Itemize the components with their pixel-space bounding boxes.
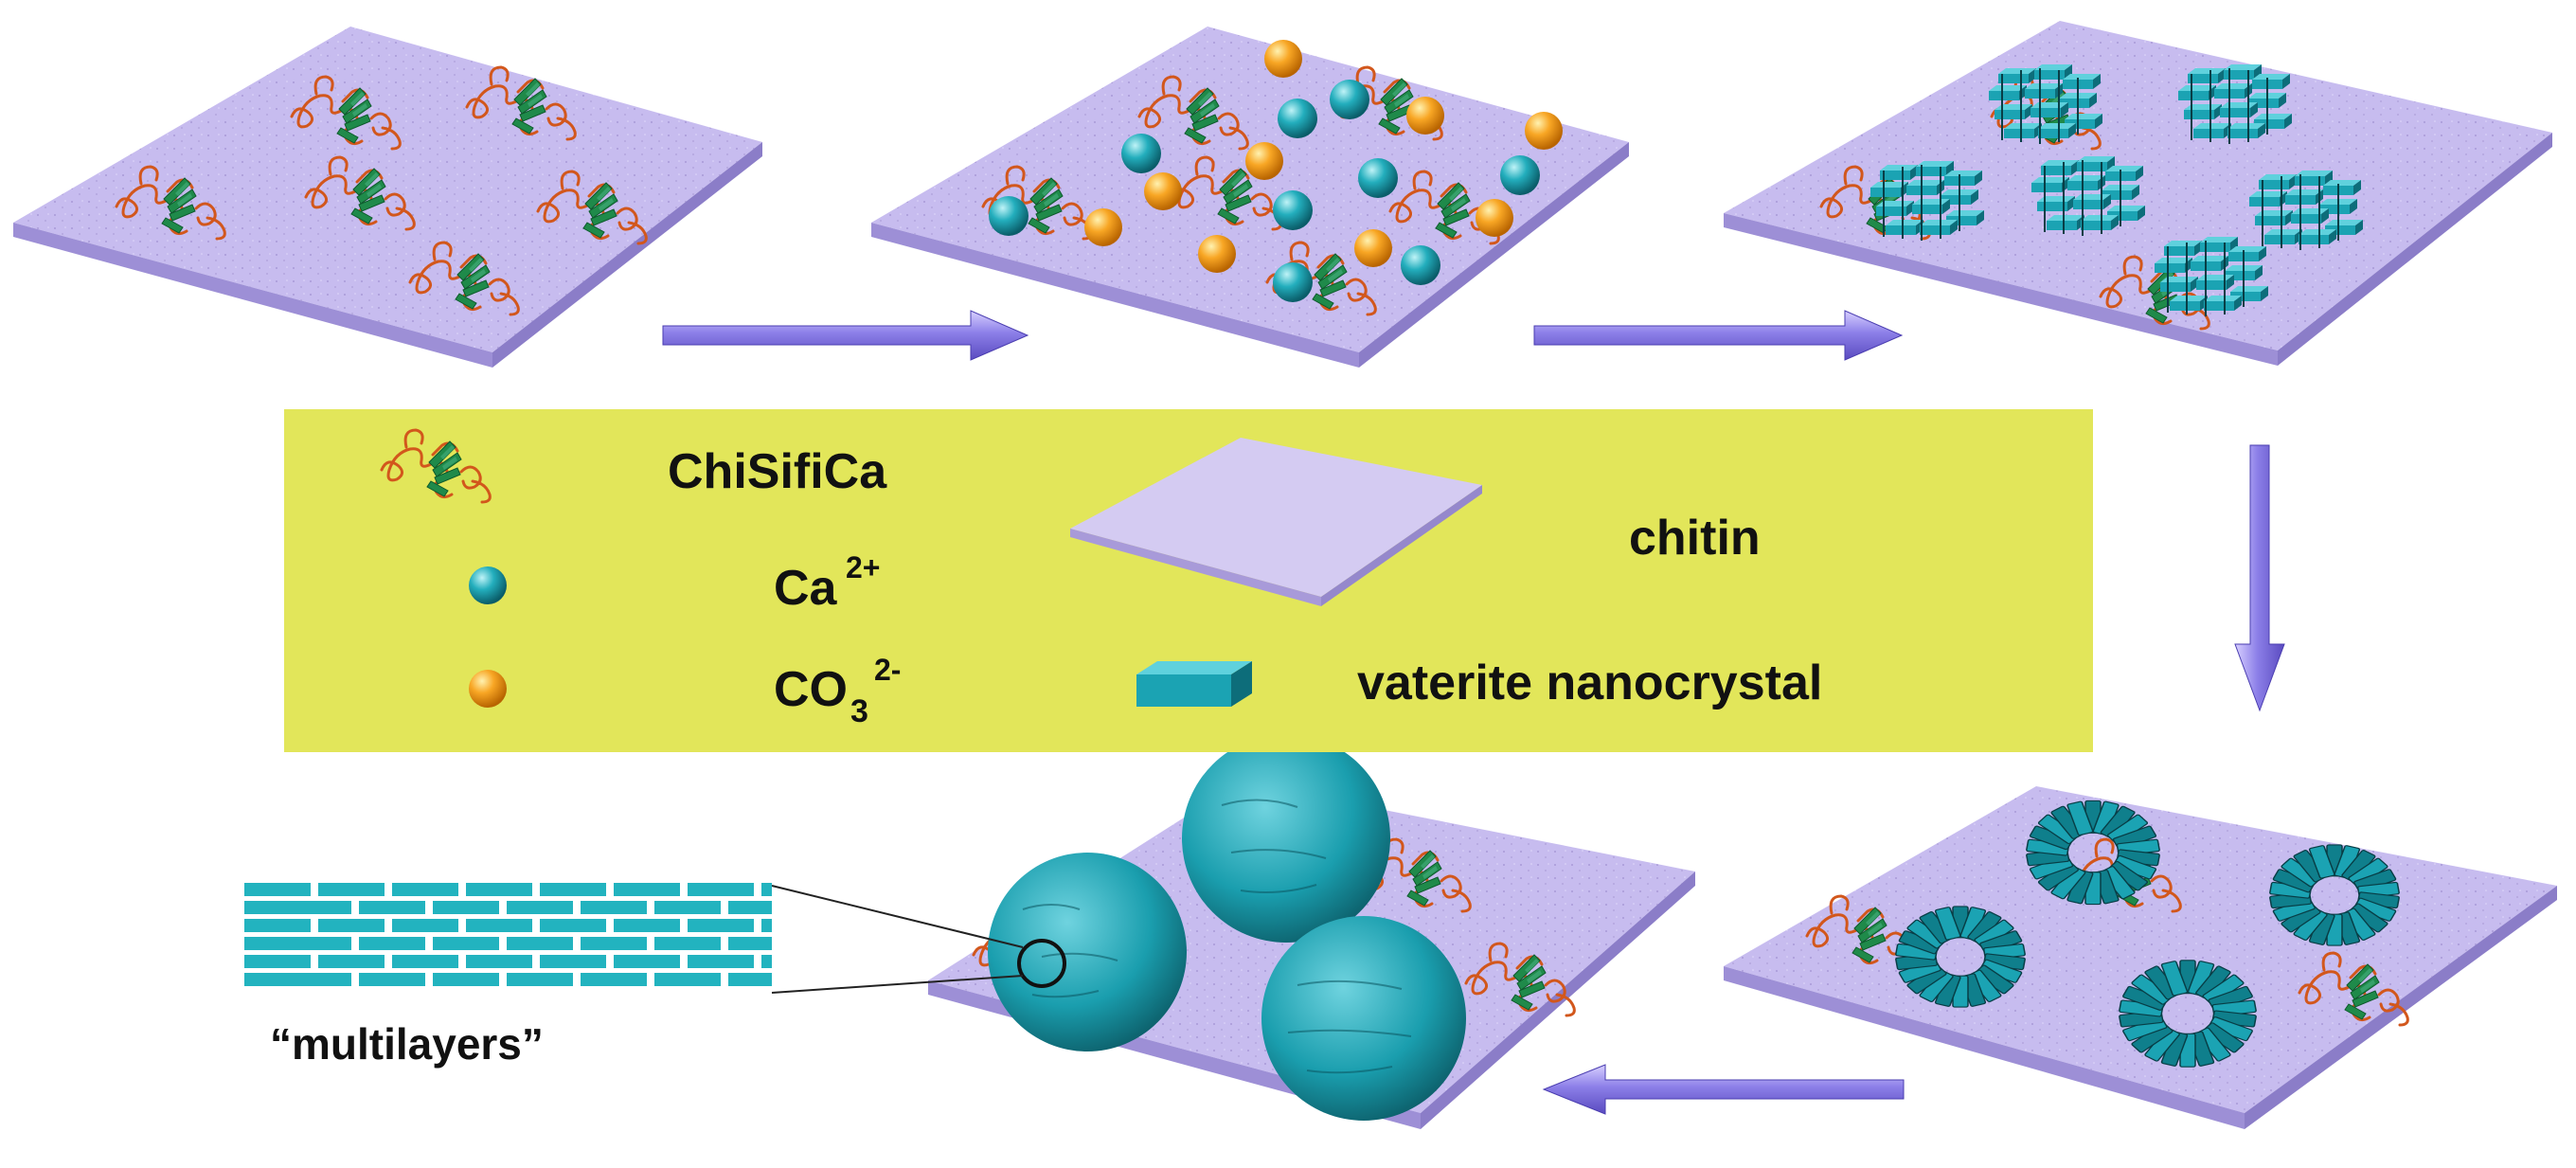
multilayers-inset	[244, 883, 1024, 994]
arrow-stage-2-to-3	[1533, 310, 1904, 361]
carbonate-ions	[1084, 40, 1563, 273]
multilayer-brick	[688, 919, 754, 932]
multilayer-brick	[761, 955, 772, 968]
multilayers-label: “multilayers”	[270, 1019, 544, 1069]
legend-chisifica-label: ChiSifiCa	[668, 444, 887, 499]
multilayer-brick	[285, 937, 351, 950]
legend-carbonate-subscript: 3	[850, 693, 868, 729]
radial-aggregate	[2269, 844, 2400, 946]
multilayer-brick	[433, 973, 499, 986]
multilayer-brick	[318, 955, 385, 968]
multilayer-brick	[507, 973, 573, 986]
arrow-stage-4-to-5	[1542, 1064, 1905, 1115]
multilayer-brick	[507, 901, 573, 914]
multilayer-brick	[581, 973, 647, 986]
calcium-ions	[989, 80, 1540, 302]
multilayer-brick	[359, 937, 425, 950]
multilayer-brick	[688, 883, 754, 896]
cyan-sphere-icon	[469, 566, 507, 604]
multilayer-brick	[614, 919, 680, 932]
multilayer-brick	[540, 919, 606, 932]
multilayer-brick	[392, 919, 458, 932]
legend-chisifica-entry: ChiSifiCa	[380, 428, 887, 504]
multilayer-brick	[654, 901, 721, 914]
multilayer-brick	[728, 973, 772, 986]
legend-chitin-entry: chitin	[1070, 438, 1761, 606]
multilayer-brick	[507, 937, 573, 950]
multilayer-brick	[614, 883, 680, 896]
multilayer-brick	[688, 955, 754, 968]
multilayer-brick	[285, 901, 351, 914]
multilayer-brick	[318, 883, 385, 896]
legend-vaterite-label: vaterite nanocrystal	[1357, 656, 1822, 710]
legend-chitin-label: chitin	[1629, 511, 1761, 566]
arrow-stage-3-to-4	[2234, 444, 2285, 712]
multilayer-brick	[728, 901, 772, 914]
multilayer-brick	[392, 955, 458, 968]
multilayer-brick	[728, 937, 772, 950]
multilayer-bricks	[244, 883, 772, 986]
multilayer-brick	[433, 937, 499, 950]
multilayer-brick	[466, 883, 532, 896]
legend-calcium-charge: 2+	[846, 550, 880, 584]
legend-carbonate-label: CO	[774, 662, 848, 717]
legend-carbonate-entry: CO 3 2-	[469, 653, 901, 729]
multilayer-brick	[318, 919, 385, 932]
plate-stage-1	[13, 27, 762, 368]
nanocrystal-petal	[2066, 800, 2094, 836]
nanocrystal-petal	[2308, 845, 2335, 879]
legend-calcium-label: Ca	[774, 561, 838, 616]
multilayer-brick	[359, 973, 425, 986]
multilayer-brick	[244, 955, 311, 968]
multilayer-brick	[285, 973, 351, 986]
multilayer-brick	[433, 901, 499, 914]
orange-sphere-icon	[469, 670, 507, 708]
multilayer-brick	[244, 919, 311, 932]
multilayer-brick	[466, 955, 532, 968]
radial-aggregate	[2026, 800, 2160, 906]
arrow-stage-1-to-2	[662, 310, 1029, 361]
stage-4-radial-aggregates	[1895, 800, 2400, 1068]
multilayer-brick	[654, 973, 721, 986]
nanocrystal-petal	[1934, 907, 1961, 941]
legend-carbonate-charge: 2-	[874, 653, 901, 687]
legend-calcium-entry: Ca 2+	[469, 550, 880, 616]
radial-aggregate	[1895, 906, 2026, 1008]
multilayer-brick	[540, 883, 606, 896]
multilayer-brick	[466, 919, 532, 932]
radial-aggregate	[2119, 960, 2257, 1068]
multilayer-brick	[244, 883, 311, 896]
teal-block-icon	[1136, 661, 1252, 707]
multilayer-brick	[359, 901, 425, 914]
multilayer-brick	[581, 937, 647, 950]
multilayer-brick	[392, 883, 458, 896]
multilayer-brick	[654, 937, 721, 950]
legend-vaterite-entry: vaterite nanocrystal	[1136, 656, 1822, 710]
multilayer-brick	[540, 955, 606, 968]
nanocrystal-petal	[2160, 961, 2189, 997]
multilayer-brick	[761, 919, 772, 932]
vaterite-spheres	[988, 734, 1466, 1121]
multilayer-brick	[614, 955, 680, 968]
multilayer-brick	[581, 901, 647, 914]
chitin-plate-icon	[1070, 438, 1482, 606]
multilayer-brick	[761, 883, 772, 896]
